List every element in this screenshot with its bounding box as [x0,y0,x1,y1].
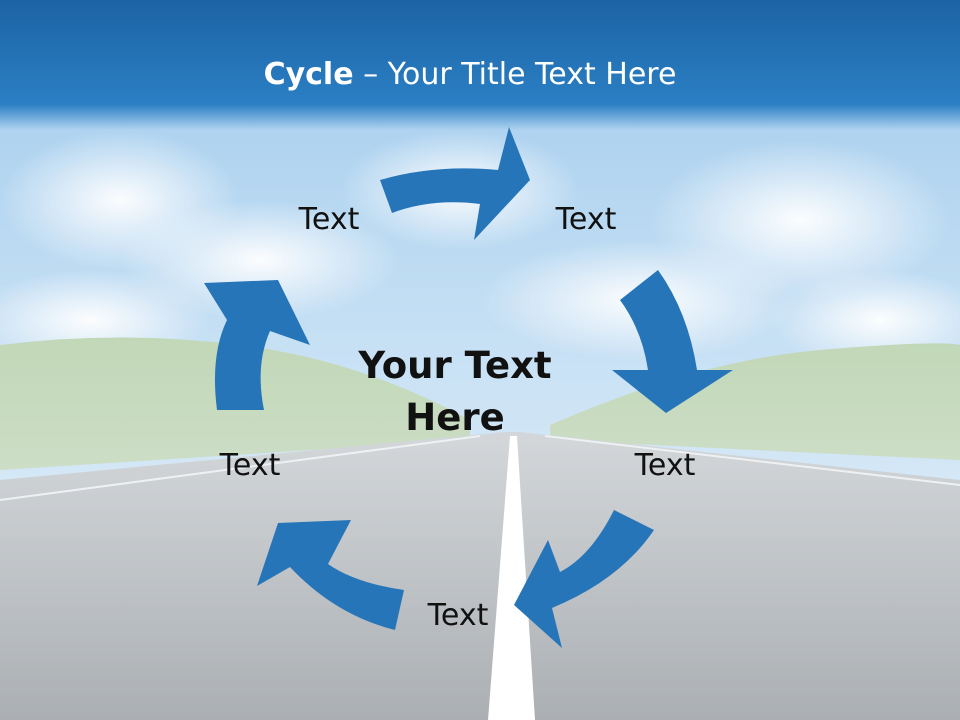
title-bold: Cycle [263,57,354,92]
cycle-label-bottom[interactable]: Text [427,598,489,633]
cycle-arrow-4[interactable] [257,520,404,630]
cycle-label-middle-right[interactable]: Text [634,448,696,483]
cycle-arrow-3[interactable] [514,510,654,648]
cycle-label-top-left[interactable]: Text [298,202,360,237]
cycle-arrow-1[interactable] [380,127,530,240]
slide-title[interactable]: Cycle – Your Title Text Here [0,52,940,98]
cycle-label-top-right[interactable]: Text [555,202,617,237]
title-bar [0,0,960,130]
center-text[interactable]: Your Text Here [358,344,552,439]
cycle-label-middle-left[interactable]: Text [219,448,281,483]
cycle-arrow-2[interactable] [612,270,733,413]
title-rest: – Your Title Text Here [353,57,677,92]
cycle-arrow-5[interactable] [204,280,310,410]
